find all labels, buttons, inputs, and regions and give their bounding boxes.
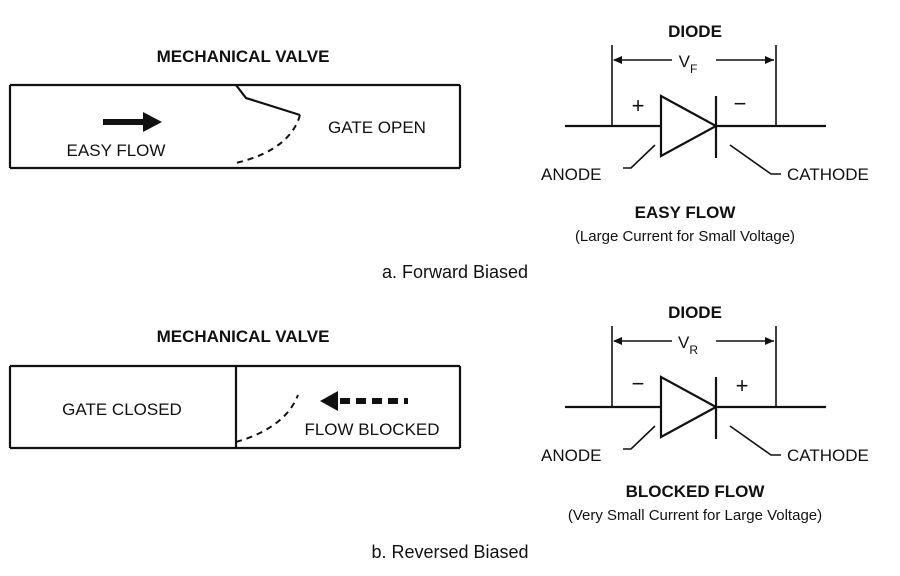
forward-valve-pipe [8,83,462,170]
forward-voltage-symbol: V [679,52,691,71]
forward-right-polarity: − [734,91,747,116]
forward-cathode-leader [729,144,781,175]
forward-anode-label: ANODE [541,165,601,184]
forward-flow-label: EASY FLOW [67,141,166,160]
reverse-right-polarity: + [736,373,749,398]
reverse-section-label: b. Reversed Biased [371,542,528,562]
forward-gate-label: GATE OPEN [328,118,426,137]
forward-diode-symbol [565,94,826,158]
reverse-section: MECHANICAL VALVE GATE CLOSED FLOW BLOCKE… [8,303,869,562]
reverse-closed-gate [234,366,299,448]
forward-flow-arrow-icon [103,112,162,132]
reverse-gate-label: GATE CLOSED [62,400,182,419]
forward-voltage-span [611,45,777,126]
reverse-blocked-arrow-icon [320,391,408,411]
reverse-cathode-label: CATHODE [787,446,869,465]
reverse-voltage-symbol: V [678,333,690,352]
reverse-caption-sub: (Very Small Current for Large Voltage) [568,507,822,524]
forward-diode-title: DIODE [668,22,722,41]
reverse-diode-title: DIODE [668,303,722,322]
forward-caption-title: EASY FLOW [635,203,737,222]
reverse-caption-title: BLOCKED FLOW [626,482,766,501]
svg-text:VR: VR [678,333,698,357]
reverse-flow-label: FLOW BLOCKED [304,420,439,439]
reverse-voltage-span [611,326,777,407]
reverse-cathode-leader [729,425,781,456]
forward-anode-leader [623,144,656,169]
forward-section: MECHANICAL VALVE EASY FLOW GATE OPEN DIO… [8,22,869,282]
reverse-anode-label: ANODE [541,446,601,465]
forward-valve-title: MECHANICAL VALVE [157,47,330,66]
reverse-anode-leader [623,425,656,450]
forward-caption-sub: (Large Current for Small Voltage) [575,228,795,245]
svg-text:VF: VF [679,52,698,76]
forward-voltage-subscript: F [690,62,697,76]
reverse-valve-title: MECHANICAL VALVE [157,327,330,346]
forward-open-gate [235,84,301,164]
reverse-left-polarity: − [632,371,645,396]
forward-left-polarity: + [632,93,645,118]
reverse-diode-symbol [565,375,826,439]
forward-cathode-label: CATHODE [787,165,869,184]
forward-section-label: a. Forward Biased [382,262,528,282]
reverse-voltage-subscript: R [689,343,698,357]
